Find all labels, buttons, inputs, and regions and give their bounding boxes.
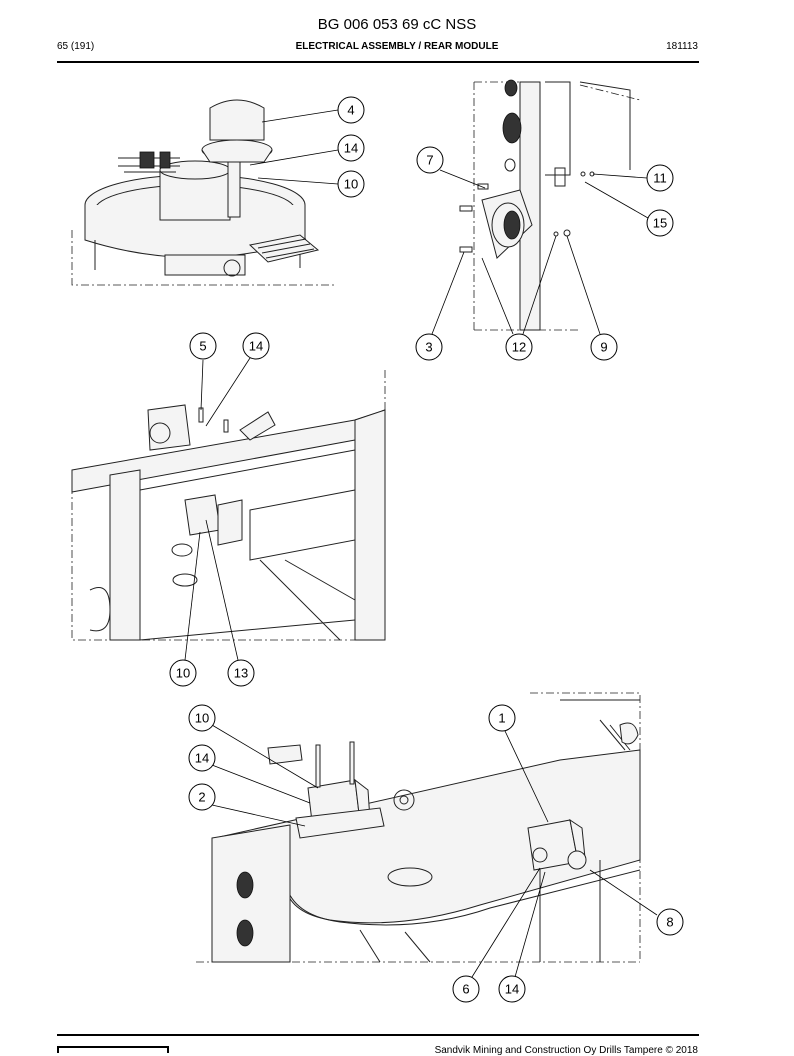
- view-bottom: 10 1 14 2 8 6 14: [188, 692, 684, 1003]
- callout-2: 2: [188, 783, 216, 811]
- svg-text:12: 12: [512, 340, 526, 355]
- callout-14: 14: [242, 332, 270, 360]
- svg-text:14: 14: [505, 982, 519, 997]
- callout-1: 1: [488, 704, 516, 732]
- svg-text:10: 10: [344, 177, 358, 192]
- svg-text:11: 11: [653, 171, 667, 186]
- svg-text:2: 2: [198, 790, 205, 805]
- callout-10: 10: [337, 170, 365, 198]
- callout-3: 3: [415, 333, 443, 361]
- callout-12: 12: [505, 333, 533, 361]
- svg-text:14: 14: [249, 339, 263, 354]
- callout-13: 13: [227, 659, 255, 687]
- section-title: ELECTRICAL ASSEMBLY / REAR MODULE: [295, 41, 499, 52]
- callout-8: 8: [656, 908, 684, 936]
- view-middle-left: 5 14 10 13: [71, 332, 386, 687]
- svg-text:10: 10: [176, 666, 190, 681]
- svg-text:5: 5: [199, 339, 206, 354]
- svg-text:8: 8: [666, 915, 673, 930]
- callout-15: 15: [646, 209, 674, 237]
- view-top-left: 4 14 10: [71, 96, 365, 286]
- callout-4: 4: [337, 96, 365, 124]
- svg-text:7: 7: [426, 153, 433, 168]
- footer-rule: [57, 1034, 699, 1036]
- header-rule: [57, 61, 699, 63]
- callout-11: 11: [646, 164, 674, 192]
- svg-text:14: 14: [195, 751, 209, 766]
- svg-text:14: 14: [344, 141, 358, 156]
- svg-text:3: 3: [425, 340, 432, 355]
- callout-14: 14: [188, 744, 216, 772]
- callout-14: 14: [337, 134, 365, 162]
- svg-text:13: 13: [234, 666, 248, 681]
- svg-text:4: 4: [347, 103, 354, 118]
- svg-text:15: 15: [653, 216, 667, 231]
- view-top-right: 7 11 15 3 12 9: [415, 79, 674, 361]
- svg-text:10: 10: [195, 711, 209, 726]
- company-logo: [57, 1046, 169, 1053]
- callout-10: 10: [169, 659, 197, 687]
- callout-5: 5: [189, 332, 217, 360]
- copyright-text: Sandvik Mining and Construction Oy Drill…: [434, 1045, 698, 1056]
- svg-text:1: 1: [498, 711, 505, 726]
- svg-text:9: 9: [600, 340, 607, 355]
- callout-6: 6: [452, 975, 480, 1003]
- document-date: 181113: [666, 41, 698, 52]
- callout-14: 14: [498, 975, 526, 1003]
- svg-text:6: 6: [462, 982, 469, 997]
- document-number: BG 006 053 69 cC NSS: [317, 16, 477, 33]
- callout-9: 9: [590, 333, 618, 361]
- callout-10: 10: [188, 704, 216, 732]
- callout-7: 7: [416, 146, 444, 174]
- page-number: 65 (191): [57, 41, 95, 52]
